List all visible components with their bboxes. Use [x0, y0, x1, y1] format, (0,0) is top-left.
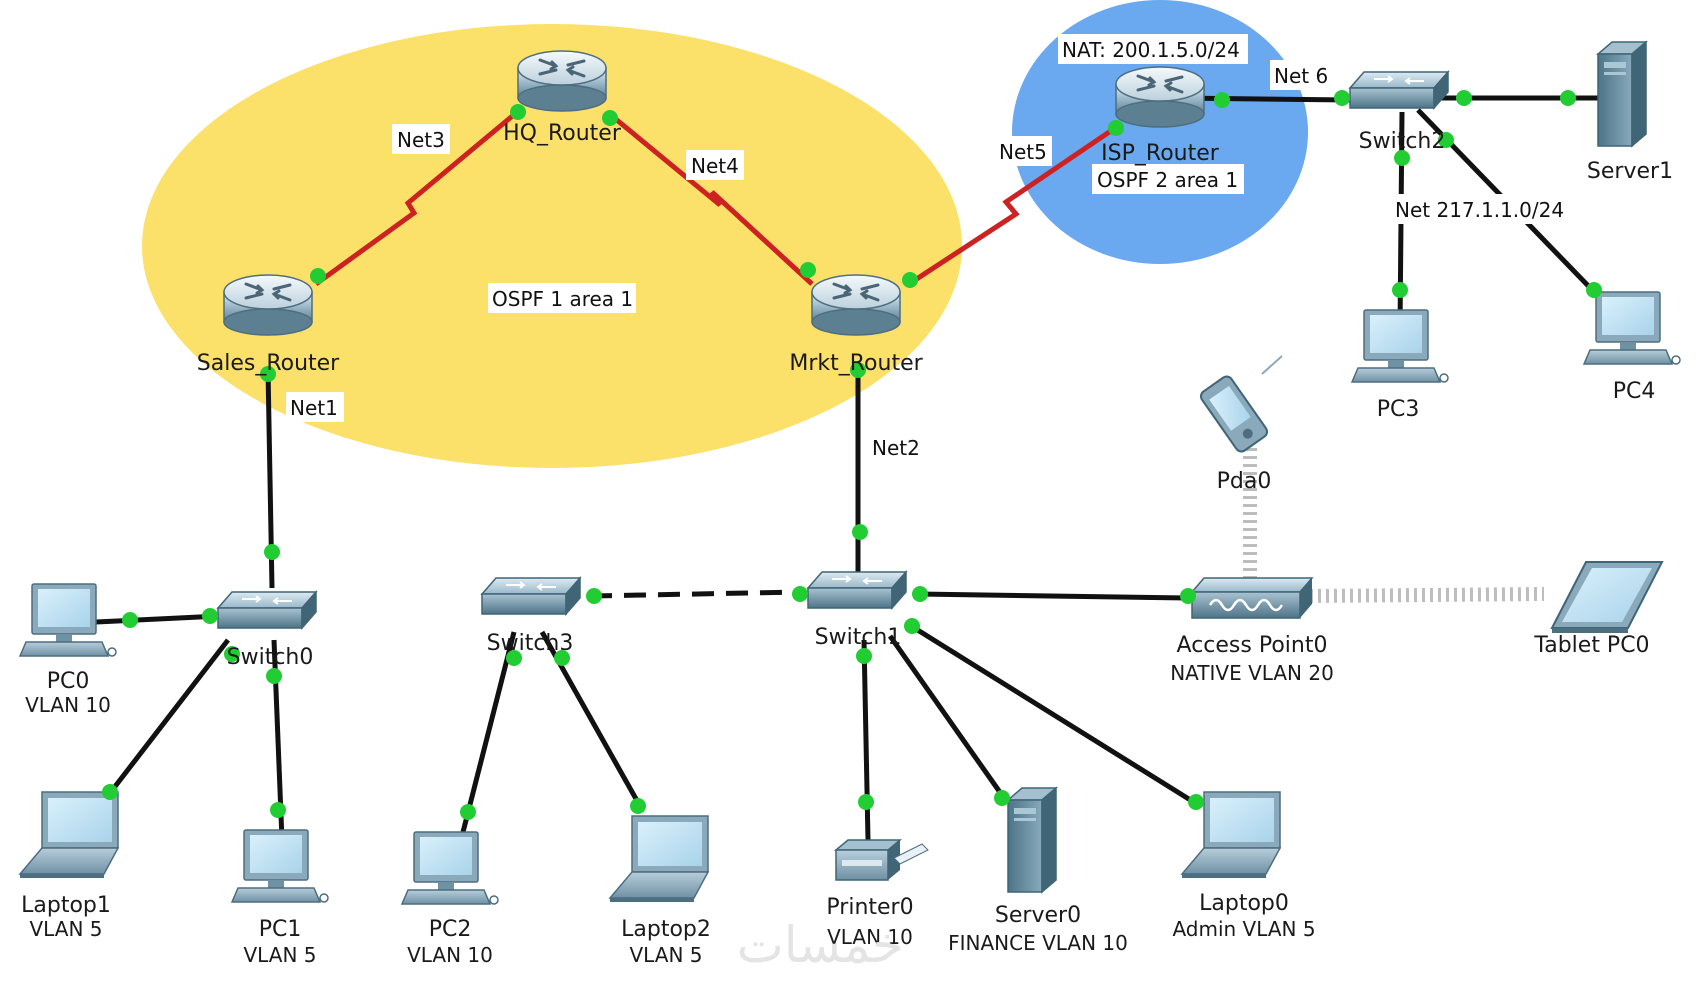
laptop1-label: Laptop1	[21, 893, 111, 918]
switch0-icon[interactable]	[217, 591, 317, 629]
net1-label: Net1	[290, 396, 338, 420]
port-dots	[102, 90, 1602, 820]
link-switch0-pc0	[95, 613, 221, 625]
net6-label: Net 6	[1274, 64, 1328, 88]
sales-router-icon[interactable]	[222, 273, 314, 337]
link-switch1-laptop0	[906, 621, 1202, 809]
pc0-label: PC0	[47, 669, 90, 694]
server1-label: Server1	[1587, 159, 1673, 184]
pda0-label: Pda0	[1217, 469, 1272, 494]
pc1-icon[interactable]	[231, 829, 329, 903]
pc4-label: PC4	[1613, 379, 1656, 404]
wireless-links	[1243, 432, 1545, 603]
switch3-icon[interactable]	[481, 577, 581, 615]
ospf1-label: OSPF 1 area 1	[492, 287, 633, 311]
pc2-icon[interactable]	[401, 831, 499, 905]
printer0-label: Printer0	[826, 895, 913, 920]
link-switch3-pc2	[459, 631, 517, 837]
ap0-sublabel: NATIVE VLAN 20	[1170, 661, 1334, 685]
pda0-icon[interactable]	[1197, 355, 1283, 455]
printer0-sublabel: VLAN 10	[827, 925, 913, 949]
link-net6	[1175, 95, 1351, 103]
server0-label: Server0	[995, 903, 1081, 928]
pc2-sublabel: VLAN 10	[407, 943, 493, 967]
mrkt-router-icon[interactable]	[810, 273, 902, 337]
server1-icon[interactable]	[1597, 41, 1647, 147]
sales-router-label: Sales_Router	[197, 351, 340, 376]
laptop1-sublabel: VLAN 5	[29, 917, 102, 941]
link-switch1-ap0	[917, 591, 1189, 601]
laptop2-label: Laptop2	[621, 917, 711, 942]
net4-label: Net4	[691, 154, 739, 178]
pc1-sublabel: VLAN 5	[243, 943, 316, 967]
switch1-icon[interactable]	[807, 571, 907, 609]
net2-label: Net2	[872, 436, 920, 460]
laptop2-sublabel: VLAN 5	[629, 943, 702, 967]
tablet-pc0-icon[interactable]	[1551, 561, 1663, 634]
pc3-icon[interactable]	[1351, 309, 1449, 383]
tablet0-label: Tablet PC0	[1533, 633, 1649, 658]
watermark: خمسات	[737, 916, 904, 974]
laptop0-label: Laptop0	[1199, 891, 1289, 916]
pc2-label: PC2	[429, 917, 472, 942]
link-net4	[610, 114, 814, 286]
link-switch1-server0	[887, 634, 1007, 800]
switch0-label: Switch0	[227, 645, 314, 670]
net5-label: Net5	[999, 140, 1047, 164]
server0-icon[interactable]	[1007, 787, 1057, 893]
ospf2-label: OSPF 2 area 1	[1097, 168, 1238, 192]
link-switch0-laptop1	[108, 638, 230, 795]
link-switch3-switch1	[589, 589, 803, 599]
switch3-label: Switch3	[487, 631, 574, 656]
laptop1-icon[interactable]	[19, 791, 119, 879]
switch1-label: Switch1	[815, 625, 902, 650]
isp-router-icon[interactable]	[1114, 65, 1206, 129]
link-net5	[910, 123, 1120, 285]
net3-label: Net3	[397, 128, 445, 152]
pc4-icon[interactable]	[1583, 291, 1681, 365]
ospf1-zone	[142, 24, 962, 468]
nat-label: NAT: 200.1.5.0/24	[1062, 38, 1240, 62]
pc0-sublabel: VLAN 10	[25, 693, 111, 717]
mrkt-router-label: Mrkt_Router	[789, 351, 923, 376]
device-labels: HQ_Router Sales_Router Mrkt_Router ISP_R…	[21, 121, 1673, 967]
serial-links	[314, 106, 1120, 287]
laptop2-icon[interactable]	[609, 815, 709, 903]
link-net3	[314, 106, 524, 287]
isp-router-label: ISP_Router	[1101, 141, 1220, 166]
net217-label: Net 217.1.1.0/24	[1395, 198, 1564, 222]
pc1-label: PC1	[259, 917, 302, 942]
access-point0-icon[interactable]	[1190, 576, 1314, 620]
laptop0-sublabel: Admin VLAN 5	[1172, 917, 1315, 941]
hq-router-label: HQ_Router	[503, 121, 622, 146]
isp-zone	[1012, 0, 1308, 264]
printer0-icon[interactable]	[835, 839, 929, 881]
boxed-labels: Net3 Net4 Net5 Net 6 NAT: 200.1.5.0/24 O…	[286, 34, 1570, 462]
switch2-label: Switch2	[1359, 129, 1446, 154]
switch2-icon[interactable]	[1349, 71, 1449, 109]
hq-router-icon[interactable]	[516, 49, 608, 113]
server0-sublabel: FINANCE VLAN 10	[948, 931, 1128, 955]
pc3-label: PC3	[1377, 397, 1420, 422]
ap0-label: Access Point0	[1177, 633, 1328, 658]
